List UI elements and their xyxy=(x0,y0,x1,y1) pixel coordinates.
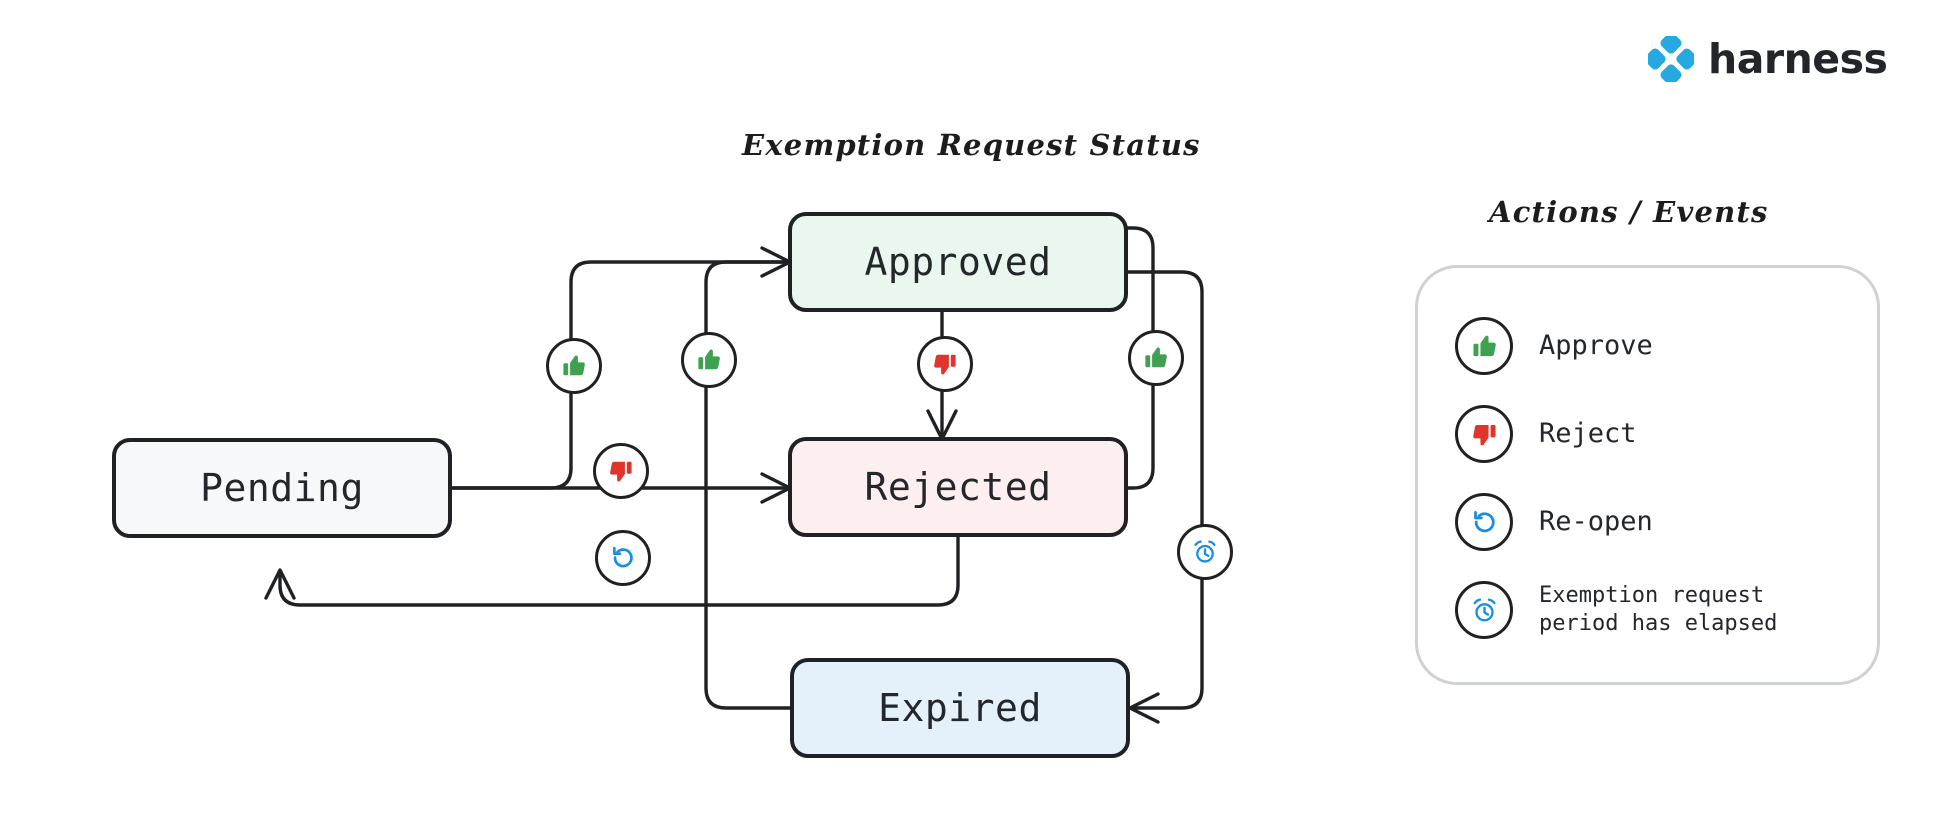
edge-badge-elapsed-approved-expired[interactable] xyxy=(1177,524,1233,580)
harness-wordmark: harness xyxy=(1708,34,1888,83)
legend-label-elapsed: Exemption request period has elapsed xyxy=(1539,582,1778,636)
reopen-icon xyxy=(1455,493,1513,551)
state-node-rejected[interactable]: Rejected xyxy=(788,437,1128,537)
thumbs-up-icon xyxy=(1143,345,1169,371)
thumbs-up-icon xyxy=(1455,317,1513,375)
edge-badge-reject-pending-rejected[interactable] xyxy=(593,443,649,499)
edge-badge-approve-expired-approved[interactable] xyxy=(681,332,737,388)
reopen-icon xyxy=(610,545,636,571)
diagram-title: Exemption Request Status xyxy=(742,128,1201,162)
legend-items-list: Approve Reject Re-open xyxy=(1455,302,1885,654)
legend-label-approve: Approve xyxy=(1539,329,1653,361)
thumbs-up-icon xyxy=(561,353,587,379)
harness-brand-logo: harness xyxy=(1644,32,1888,86)
legend-item-reopen[interactable]: Re-open xyxy=(1455,478,1885,566)
thumbs-down-icon xyxy=(932,351,958,377)
thumbs-down-icon xyxy=(1455,405,1513,463)
legend-label-reopen: Re-open xyxy=(1539,505,1653,537)
alarm-clock-icon xyxy=(1192,539,1218,565)
edge-badge-reject-approved-rejected[interactable] xyxy=(917,336,973,392)
edge-badge-approve-rejected-approved[interactable] xyxy=(1128,330,1184,386)
thumbs-up-icon xyxy=(696,347,722,373)
state-node-expired[interactable]: Expired xyxy=(790,658,1130,758)
edge-badge-approve-pending-approved[interactable] xyxy=(546,338,602,394)
legend-item-elapsed[interactable]: Exemption request period has elapsed xyxy=(1455,566,1885,654)
legend-item-reject[interactable]: Reject xyxy=(1455,390,1885,478)
state-node-pending[interactable]: Pending xyxy=(112,438,452,538)
legend-label-reject: Reject xyxy=(1539,417,1637,449)
harness-diamond-logo xyxy=(1644,32,1698,86)
edge-badge-reopen-rejected-pending[interactable] xyxy=(595,530,651,586)
thumbs-down-icon xyxy=(608,458,634,484)
alarm-clock-icon xyxy=(1455,581,1513,639)
legend-title: Actions / Events xyxy=(1489,195,1769,229)
edge-expired-to-approved xyxy=(704,260,792,710)
state-node-approved[interactable]: Approved xyxy=(788,212,1128,312)
legend-item-approve[interactable]: Approve xyxy=(1455,302,1885,390)
